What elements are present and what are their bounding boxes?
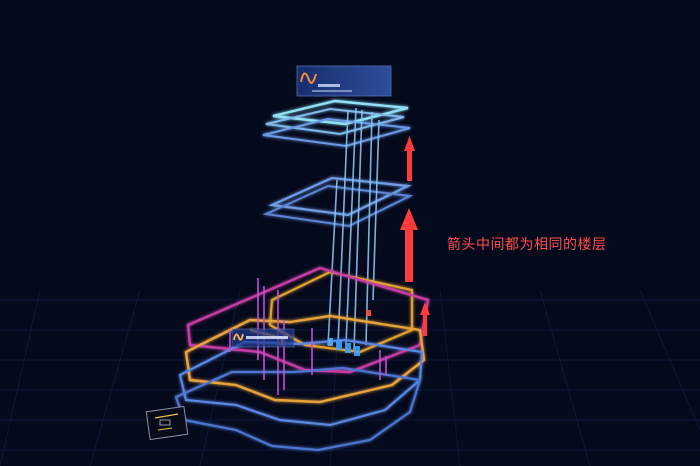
device-markers[interactable] bbox=[328, 310, 371, 356]
floor-arrows bbox=[400, 136, 430, 336]
mid-info-panel[interactable] bbox=[231, 328, 295, 348]
up-arrow-icon bbox=[420, 302, 430, 336]
lower-floor-complex[interactable] bbox=[174, 266, 430, 452]
upper-floor-stack[interactable] bbox=[262, 99, 411, 148]
up-arrow-icon bbox=[404, 136, 415, 181]
up-arrow-icon bbox=[400, 208, 418, 282]
annotation-label: 箭头中间都为相同的楼层 bbox=[447, 237, 607, 253]
elevator-shafts bbox=[327, 107, 380, 351]
top-info-panel[interactable] bbox=[296, 65, 392, 97]
middle-floor-pair[interactable] bbox=[262, 176, 414, 228]
info-panel-icon bbox=[300, 72, 317, 84]
ground-grid bbox=[0, 289, 700, 466]
minimap-icon[interactable] bbox=[145, 405, 189, 441]
info-panel-icon bbox=[233, 333, 244, 341]
